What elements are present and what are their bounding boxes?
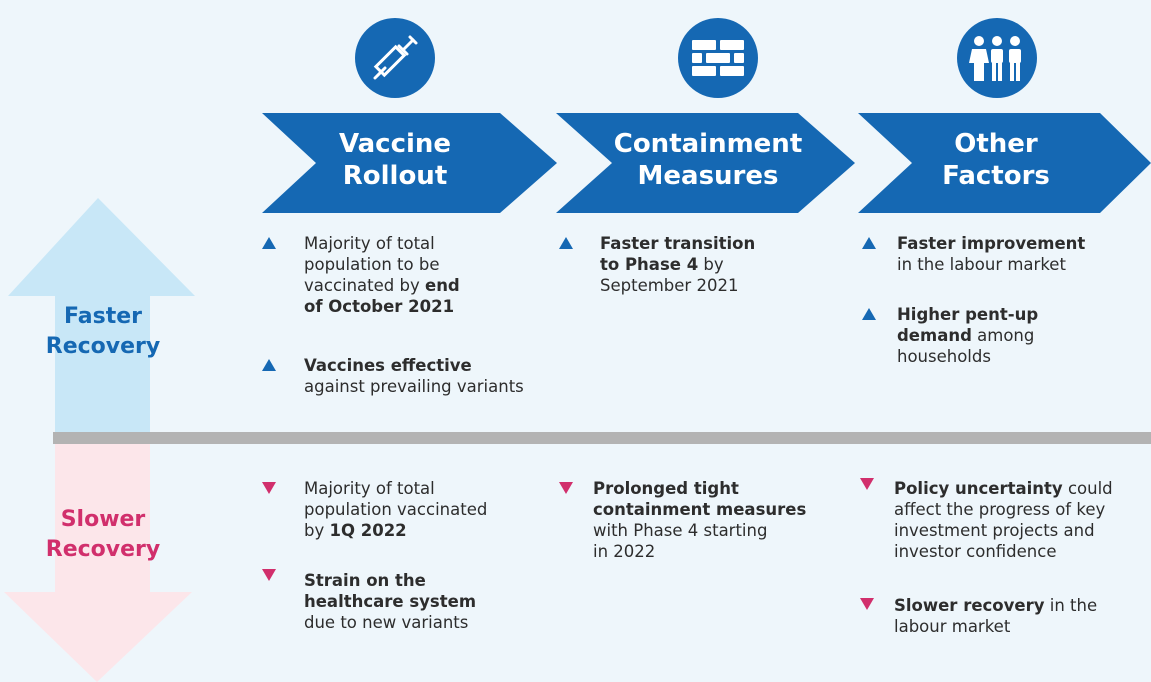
faster-up-arrow (8, 198, 195, 432)
faster-recovery-label: Faster Recovery (18, 302, 188, 362)
downside-vaccine-item-1: Majority of total population vaccinated … (304, 478, 487, 541)
text-line: against prevailing variants (304, 377, 524, 396)
bold-span: healthcare system (304, 592, 477, 611)
upside-other-item-1: Faster improvement in the labour market (897, 233, 1085, 275)
upside-containment-item-1: Faster transition to Phase 4 by Septembe… (600, 233, 755, 296)
down-triangle-icon (262, 569, 276, 581)
bold-span: containment measures (593, 500, 807, 519)
upside-vaccine-item-2: Vaccines effective against prevailing va… (304, 355, 524, 397)
text-line: containment measures (593, 499, 806, 520)
title-line: Rollout (342, 161, 448, 191)
upside-vaccine-item-1: Majority of total population to be vacci… (304, 233, 460, 317)
text-line: to Phase 4 by (600, 254, 755, 275)
text-line: healthcare system (304, 591, 476, 612)
downside-other-item-2: Slower recovery in the labour market (894, 595, 1097, 637)
label-line: Recovery (45, 537, 161, 562)
text-line: households (897, 347, 991, 366)
text-line: demand among (897, 325, 1038, 346)
text-line: Policy uncertainty could (894, 478, 1113, 499)
text-line: vaccinated by end (304, 275, 460, 296)
text-span: in the (1044, 596, 1098, 615)
chevron-other (858, 113, 1151, 213)
downside-vaccine-item-2: Strain on the healthcare system due to n… (304, 570, 476, 633)
text-line: population vaccinated (304, 500, 488, 519)
other-icon-circle (957, 18, 1037, 98)
up-triangle-icon (262, 359, 276, 371)
text-line: Slower recovery in the (894, 595, 1097, 616)
bold-span: Higher pent-up (897, 305, 1039, 324)
chevron-vaccine (262, 113, 557, 213)
vaccine-icon-circle (355, 18, 435, 98)
bold-span: Faster transition (600, 234, 756, 253)
bold-span: Slower recovery (894, 596, 1045, 615)
text-span: by (304, 521, 330, 540)
down-triangle-icon (262, 482, 276, 494)
category-title-vaccine: Vaccine Rollout (295, 128, 495, 192)
text-span: could (1062, 479, 1113, 498)
category-title-other: Other Factors (896, 128, 1096, 192)
text-line: population to be (304, 255, 440, 274)
bold-span: Faster improvement (897, 234, 1086, 253)
text-line: Majority of total (304, 479, 435, 498)
up-triangle-icon (862, 308, 876, 320)
bold-span: of October 2021 (304, 297, 455, 316)
brick-wall-icon (692, 40, 744, 76)
text-line: investment projects and (894, 521, 1095, 540)
text-line: Prolonged tight (593, 478, 806, 499)
down-triangle-icon (860, 598, 874, 610)
text-line: by 1Q 2022 (304, 520, 487, 541)
up-triangle-icon (862, 237, 876, 249)
up-triangle-icon (262, 237, 276, 249)
downside-other-item-1: Policy uncertainty could affect the prog… (894, 478, 1113, 562)
title-line: Factors (942, 161, 1050, 191)
title-line: Other (954, 129, 1038, 159)
text-line: due to new variants (304, 613, 469, 632)
text-line: Vaccines effective (304, 355, 524, 376)
people-icon (969, 36, 1021, 81)
bold-span: Strain on the (304, 571, 426, 590)
category-title-containment: Containment Measures (608, 128, 808, 192)
upside-other-item-2: Higher pent-up demand among households (897, 304, 1038, 367)
bold-span: to Phase 4 (600, 255, 699, 274)
title-line: Containment (613, 129, 803, 159)
down-triangle-icon (559, 482, 573, 494)
chevron-containment (556, 113, 855, 213)
bold-span: Vaccines effective (304, 356, 472, 375)
bold-span: demand (897, 326, 972, 345)
text-line: investor confidence (894, 542, 1057, 561)
bold-span: Prolonged tight (593, 479, 739, 498)
title-line: Measures (637, 161, 779, 191)
text-line: with Phase 4 starting (593, 521, 768, 540)
text-line: affect the progress of key (894, 500, 1106, 519)
label-line: Faster (64, 304, 142, 329)
text-line: Higher pent-up (897, 304, 1038, 325)
bold-span: Policy uncertainty (894, 479, 1063, 498)
text-line: Faster improvement (897, 233, 1085, 254)
label-line: Slower (60, 507, 146, 532)
syringe-icon (373, 35, 418, 80)
downside-containment-item-1: Prolonged tight containment measures wit… (593, 478, 806, 562)
text-line: Strain on the (304, 570, 476, 591)
label-line: Recovery (45, 334, 161, 359)
text-line: September 2021 (600, 276, 739, 295)
text-span: among (971, 326, 1035, 345)
title-line: Vaccine (338, 129, 452, 159)
down-triangle-icon (860, 478, 874, 490)
containment-icon-circle (678, 18, 758, 98)
text-line: in 2022 (593, 542, 656, 561)
text-line: Faster transition (600, 233, 755, 254)
divider-line (53, 432, 1151, 444)
text-span: vaccinated by (304, 276, 425, 295)
text-span: by (698, 255, 724, 274)
slower-down-arrow (4, 444, 192, 682)
text-line: labour market (894, 617, 1011, 636)
slower-recovery-label: Slower Recovery (18, 505, 188, 565)
up-triangle-icon (559, 237, 573, 249)
text-line: in the labour market (897, 255, 1066, 274)
bold-span: end (425, 276, 460, 295)
text-line: Majority of total (304, 234, 435, 253)
text-line: of October 2021 (304, 296, 460, 317)
bold-span: 1Q 2022 (329, 521, 407, 540)
